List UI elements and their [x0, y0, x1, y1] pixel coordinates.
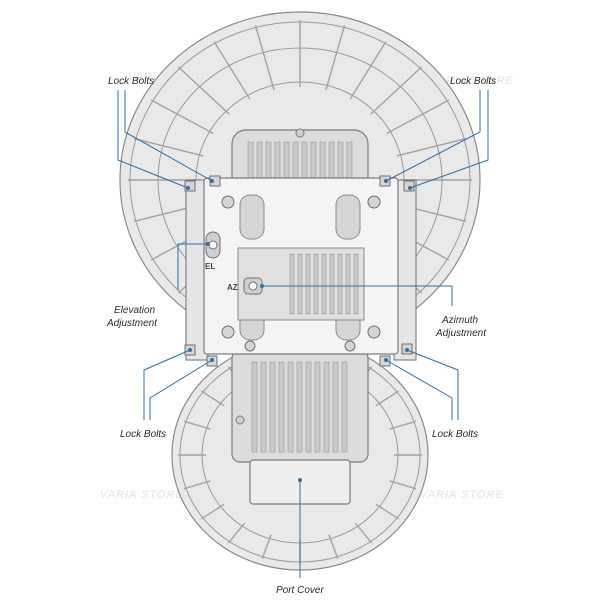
heatsink-fin: [310, 141, 317, 183]
dish-spoke: [375, 390, 400, 407]
heatsink-fin: [328, 141, 335, 183]
heatsink-fin: [283, 141, 290, 183]
heatsink-fin: [305, 253, 311, 315]
dish-spoke: [177, 66, 230, 115]
heatsink-fin: [337, 253, 343, 315]
heatsink-fin: [314, 361, 321, 453]
dish-spoke: [328, 534, 339, 559]
dish-spoke: [354, 522, 373, 544]
heatsink-fin: [247, 141, 254, 183]
heatsink-fin: [296, 361, 303, 453]
dish-spoke: [200, 503, 225, 520]
heatsink-fin: [332, 361, 339, 453]
lock-bolt-top-left[interactable]: [184, 180, 196, 192]
heatsink-fin: [274, 141, 281, 183]
dish-spoke: [254, 25, 275, 91]
heatsink-fin: [265, 141, 272, 183]
heatsink-fin: [329, 253, 335, 315]
heatsink-fin: [260, 361, 267, 453]
heatsink-fin: [319, 141, 326, 183]
label-lock-bolts-top-right: Lock Bolts: [450, 76, 496, 87]
label-elevation-line1: Elevation: [114, 305, 156, 316]
dish-spoke: [183, 480, 211, 490]
heatsink-fin: [346, 141, 353, 183]
watermark-bottom-right: VARIA STORE: [420, 489, 504, 501]
heatsink-fin: [321, 253, 327, 315]
heatsink-fin: [297, 253, 303, 315]
heatsink-fin: [341, 361, 348, 453]
dish-spoke: [150, 99, 214, 135]
lock-bolt-top-right-2[interactable]: [403, 180, 415, 192]
label-lock-bolts-top-left: Lock Bolts: [108, 76, 154, 87]
center-heatsink-fins: [289, 253, 359, 315]
label-elevation-line2: Adjustment: [106, 318, 158, 329]
dish-spoke: [386, 99, 450, 135]
heatsink-fin: [353, 253, 359, 315]
callout-leaders: [117, 90, 489, 578]
watermarks: VARIA STORE VARIA STORE VARIA STORE VARI…: [100, 71, 514, 501]
heatsink-fin: [323, 361, 330, 453]
azimuth-adjuster[interactable]: [243, 277, 263, 295]
label-lock-bolts-bottom-left: Lock Bolts: [120, 429, 166, 440]
heatsink-fin: [345, 253, 351, 315]
dish-spoke: [200, 390, 225, 407]
bottom-heatsink-fins: [251, 361, 348, 453]
watermark-top-right: VARIA STORE: [430, 75, 514, 87]
dish-spoke: [325, 25, 346, 91]
heatsink-fin: [289, 253, 295, 315]
dish-spoke: [375, 503, 400, 520]
heatsink-fin: [305, 361, 312, 453]
dish-spoke: [261, 534, 272, 559]
dish-spoke: [396, 137, 467, 157]
dish-spoke: [370, 66, 423, 115]
dish-spoke: [183, 420, 211, 430]
dish-spoke: [213, 41, 251, 100]
heatsink-fin: [337, 141, 344, 183]
dish-spoke: [389, 480, 417, 490]
callout-labels: Lock Bolts Lock Bolts Elevation Adjustme…: [106, 76, 496, 596]
heatsink-fin: [301, 141, 308, 183]
label-port-cover: Port Cover: [276, 585, 324, 596]
el-mark: EL: [205, 262, 215, 271]
heatsink-fin: [287, 361, 294, 453]
watermark-bottom-left: VARIA STORE: [100, 489, 184, 501]
radio-housing: [231, 128, 369, 463]
heatsink-fin: [251, 361, 258, 453]
heatsink-fin: [256, 141, 263, 183]
label-azimuth-line1: Azimuth: [441, 315, 479, 326]
heatsink-fin: [292, 141, 299, 183]
label-lock-bolts-bottom-right: Lock Bolts: [432, 429, 478, 440]
mounting-bracket: [185, 177, 417, 361]
dish-spoke: [227, 522, 246, 544]
label-azimuth-line2: Adjustment: [435, 328, 487, 339]
heatsink-fin: [278, 361, 285, 453]
dish-spoke: [349, 41, 387, 100]
dish-spoke: [133, 137, 204, 157]
dish-spoke: [389, 420, 417, 430]
heatsink-fin: [313, 253, 319, 315]
heatsink-fin: [269, 361, 276, 453]
az-mark: AZ: [227, 283, 238, 292]
